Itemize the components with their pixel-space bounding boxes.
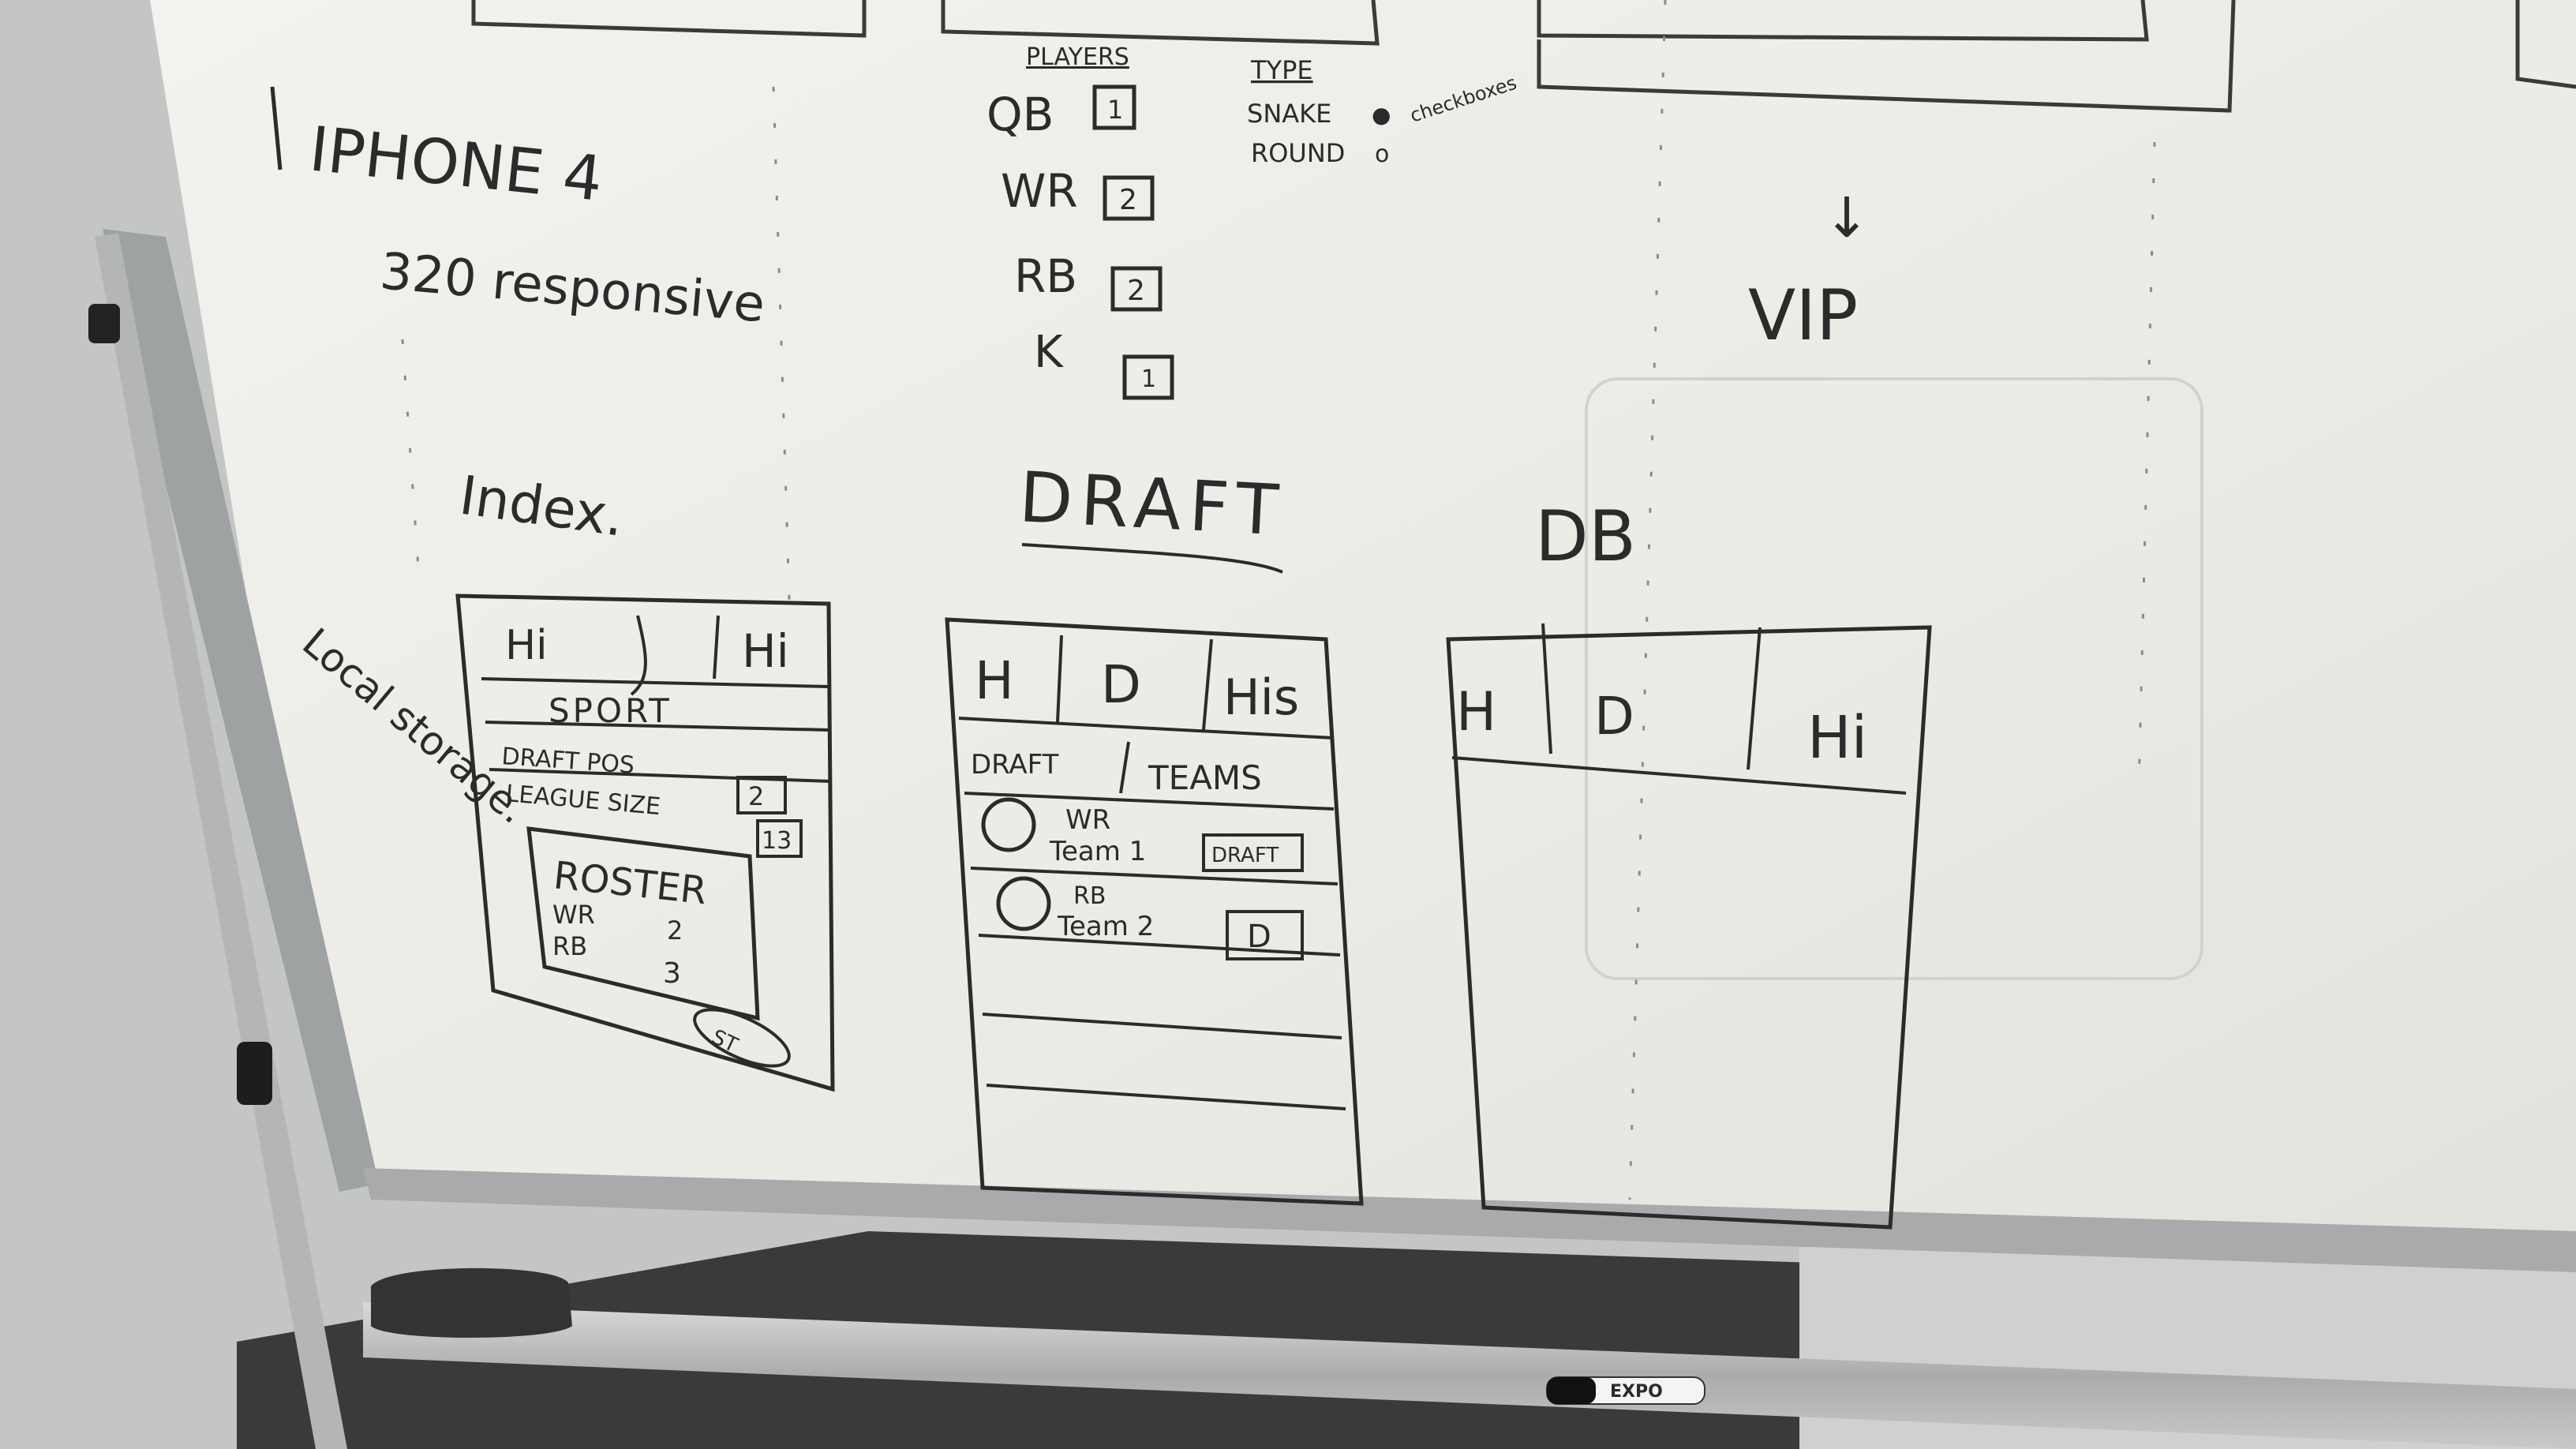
- player-pos: QB: [987, 88, 1054, 141]
- player-count-box: [1092, 84, 1136, 130]
- draft-row-divider: [982, 1013, 1342, 1039]
- index-tab: Hi: [505, 622, 548, 669]
- index-tab-sep: [713, 615, 720, 680]
- draft-row-divider: [970, 867, 1339, 886]
- draft-tab: His: [1223, 668, 1299, 726]
- expo-marker: EXPO: [1546, 1376, 1705, 1405]
- draft-row-radio: [981, 797, 1036, 852]
- index-tab-sep: [630, 615, 647, 696]
- player-row-wr: WR 2: [1001, 164, 1155, 221]
- draft-tab: D: [1101, 654, 1141, 715]
- marker-brand: EXPO: [1610, 1382, 1663, 1402]
- player-count: 1: [1107, 95, 1123, 125]
- index-league-size-value: 13: [762, 827, 792, 855]
- draft-row-radio: [996, 876, 1051, 931]
- ghost-dashes: [401, 0, 2156, 1200]
- draft-row-team: Team 2: [1057, 911, 1154, 942]
- db-tab-divider: [1451, 756, 1907, 795]
- ghost-sketch: [1585, 377, 2203, 980]
- player-count-box: [1103, 175, 1155, 221]
- draft-row-divider: [978, 934, 1341, 957]
- player-count-box: [1110, 266, 1163, 312]
- db-tab: D: [1594, 686, 1634, 747]
- type-option-label: ROUND: [1251, 138, 1345, 168]
- roster-box: [526, 826, 760, 1021]
- draft-subtab-sep: [1119, 741, 1130, 794]
- index-sport-divider: [485, 721, 831, 732]
- cursor-mark: [270, 86, 283, 170]
- draft-row-team: Team 1: [1049, 836, 1146, 867]
- player-count: 2: [1119, 184, 1137, 216]
- draft-row-divider: [986, 1084, 1346, 1110]
- index-form-divider: [489, 768, 832, 783]
- frame-knob-bottom: [237, 1042, 272, 1105]
- draft-row-action-box: [1226, 910, 1304, 960]
- player-row-rb: RB 2: [1014, 249, 1163, 312]
- db-frame: [1446, 625, 1932, 1230]
- player-count: 2: [1127, 275, 1145, 307]
- draft-row-pos: WR: [1065, 804, 1110, 836]
- player-row-qb: QB 1: [987, 84, 1136, 141]
- db-tab-sep: [1747, 627, 1762, 770]
- roster-pos: RB: [552, 931, 587, 961]
- index-draft-pos-value: 2: [748, 781, 764, 811]
- draft-row: WR Team 1 DRAFT: [981, 797, 1304, 872]
- draft-row-action-box: [1202, 833, 1304, 872]
- roster-count: 3: [663, 957, 681, 990]
- db-tab: H: [1456, 681, 1496, 743]
- vip-arrow-icon: ↓: [1824, 185, 1870, 250]
- draft-subtab-divider: [964, 792, 1335, 811]
- draft-tab-divider: [958, 717, 1335, 739]
- index-submit-oval: [693, 1008, 791, 1068]
- board-frame-left: [103, 229, 379, 1192]
- player-pos: RB: [1014, 249, 1077, 303]
- db-phone-sketch: H D Hi: [1446, 623, 1932, 1230]
- player-pos: K: [1034, 327, 1064, 378]
- index-sport-label: SPORT: [549, 691, 672, 730]
- draft-tab-sep: [1056, 635, 1063, 723]
- type-option-marker: ●: [1372, 102, 1391, 128]
- draft-underline: [1021, 543, 1283, 574]
- frame-knob-top: [88, 304, 120, 343]
- player-pos: WR: [1001, 164, 1078, 218]
- index-league-size-box: [756, 819, 803, 858]
- whiteboard-surface: [150, 0, 2576, 1271]
- section-labels: DRAFT DB ↓ VIP: [1017, 185, 1870, 577]
- stand-leg: [95, 233, 347, 1449]
- draft-frame: [945, 617, 1364, 1206]
- draft-row: RB Team 2 D: [996, 876, 1304, 960]
- draft-subtab: TEAMS: [1148, 758, 1262, 797]
- index-draft-pos-box: [736, 776, 787, 814]
- draft-subtab: DRAFT: [971, 749, 1059, 781]
- draft-tab-sep: [1202, 638, 1213, 731]
- type-option-label: SNAKE: [1247, 99, 1331, 129]
- type-option-marker: o: [1375, 140, 1389, 168]
- eraser: [371, 1267, 572, 1338]
- index-frame: [455, 593, 835, 1092]
- index-tab-divider: [481, 677, 829, 688]
- draft-phone-sketch: H D His DRAFT TEAMS WR Team 1 DRAFT RB T…: [945, 617, 1364, 1206]
- vip-label: VIP: [1748, 275, 1858, 356]
- player-row-k: K 1: [1034, 327, 1174, 400]
- draft-row-action: D: [1247, 919, 1271, 955]
- index-tab: Hi: [742, 624, 789, 678]
- players-panel: PLAYERS QB 1 WR 2 RB 2 K 1: [987, 43, 1174, 400]
- marker-tray: [363, 1302, 2576, 1449]
- players-heading: PLAYERS: [1026, 43, 1129, 71]
- draft-tab: H: [975, 650, 1014, 711]
- db-tab: Hi: [1807, 704, 1867, 772]
- player-count-box: [1122, 354, 1174, 400]
- type-heading: TYPE: [1250, 55, 1313, 85]
- draft-row-action: DRAFT: [1211, 844, 1279, 867]
- roster-count: 2: [667, 915, 683, 945]
- top-sketch-boxes: [471, 0, 2576, 113]
- draft-label: DRAFT: [1017, 456, 1288, 552]
- db-tab-sep: [1541, 623, 1552, 754]
- roster-pos: WR: [552, 900, 595, 930]
- board-frame-bottom: [363, 1168, 2576, 1272]
- draft-row-pos: RB: [1073, 882, 1106, 910]
- player-count: 1: [1141, 365, 1156, 393]
